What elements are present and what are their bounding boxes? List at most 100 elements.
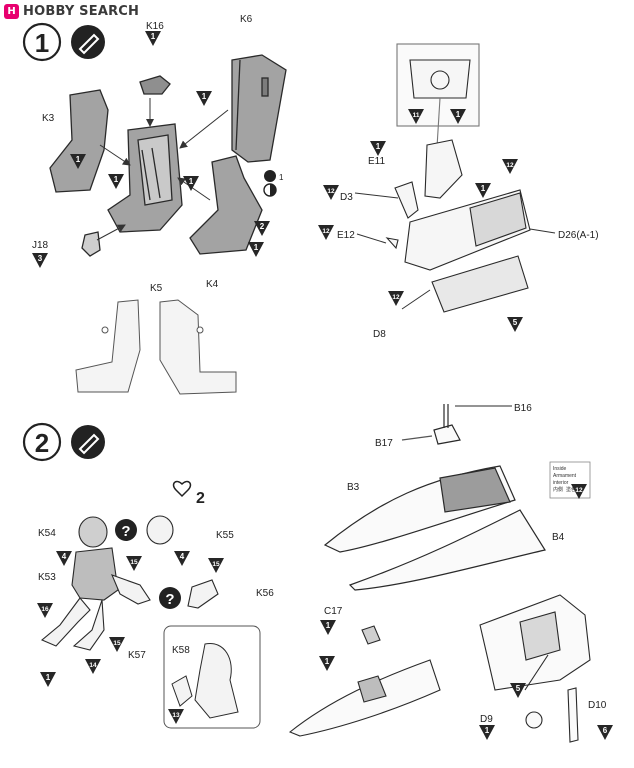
callout-c-e12: 12 bbox=[318, 225, 334, 240]
detail-k4 bbox=[159, 299, 237, 395]
callout-number: 14 bbox=[89, 662, 97, 669]
fuselage-lower-group bbox=[288, 594, 591, 743]
callout-triangle bbox=[388, 291, 404, 306]
callout-number: 1 bbox=[76, 155, 81, 164]
callout-number: 12 bbox=[327, 188, 335, 195]
callout-c-pan-r: 1 bbox=[450, 109, 466, 124]
callout-number: 1 bbox=[456, 110, 461, 119]
watermark: H HOBBY SEARCH bbox=[4, 2, 139, 20]
callout-c-j18: 3 bbox=[32, 253, 48, 268]
callout-triangle bbox=[323, 185, 339, 200]
callout-c-k53-leg: 16 bbox=[37, 603, 53, 618]
svg-text:B4: B4 bbox=[552, 532, 565, 543]
callout-c-tub: 1 bbox=[475, 183, 491, 198]
callout-number: 15 bbox=[130, 559, 138, 566]
fuselage-upper-group bbox=[323, 404, 546, 591]
question-glyph-2: ? bbox=[159, 587, 181, 609]
brand-text: HOBBY SEARCH bbox=[23, 3, 140, 19]
svg-text:K53: K53 bbox=[38, 572, 56, 583]
part-d10 bbox=[567, 687, 579, 743]
callout-triangle bbox=[85, 659, 101, 674]
svg-text:D9: D9 bbox=[480, 714, 493, 725]
svg-text:E12: E12 bbox=[337, 230, 355, 241]
svg-text:E11: E11 bbox=[368, 156, 385, 167]
svg-text:D10: D10 bbox=[588, 700, 607, 711]
callout-c-d9: 1 bbox=[479, 725, 495, 740]
svg-text:塗色: 塗色 bbox=[566, 486, 576, 493]
callout-number: 1 bbox=[325, 657, 330, 666]
ejection-seat bbox=[424, 139, 463, 199]
callout-triangle bbox=[319, 656, 335, 671]
callout-triangle bbox=[183, 176, 199, 191]
callout-c-k53-b: 1 bbox=[40, 672, 56, 687]
svg-text:K54: K54 bbox=[38, 528, 56, 539]
callout-number: 5 bbox=[516, 684, 521, 693]
svg-text:内側: 内側 bbox=[553, 486, 563, 493]
part-k56 bbox=[187, 579, 219, 609]
callout-c-k4a: 2 bbox=[254, 221, 270, 236]
svg-text:1: 1 bbox=[279, 173, 284, 182]
part-e11 bbox=[394, 181, 419, 219]
callout-triangle bbox=[479, 725, 495, 740]
svg-text:B16: B16 bbox=[514, 403, 532, 414]
callout-c-k53-a: 15 bbox=[126, 556, 142, 571]
callout-triangle bbox=[208, 558, 224, 573]
part-k55 bbox=[146, 515, 174, 545]
seat-detail-subfigure bbox=[75, 299, 237, 395]
callout-triangle bbox=[450, 109, 466, 124]
callout-triangle bbox=[32, 253, 48, 268]
callout-number: 1 bbox=[326, 621, 331, 630]
callout-number: 4 bbox=[62, 552, 67, 561]
callout-triangle bbox=[174, 551, 190, 566]
callout-number: 4 bbox=[180, 552, 185, 561]
seat-parts-group bbox=[49, 54, 287, 257]
callout-c-k16: 1 bbox=[145, 31, 161, 46]
star-note-icon: 1 bbox=[263, 170, 284, 197]
step-2-number: 2 bbox=[35, 428, 49, 458]
callout-triangle bbox=[168, 709, 184, 724]
callout-triangle bbox=[502, 159, 518, 174]
callout-triangle bbox=[408, 109, 424, 124]
callout-number: 15 bbox=[212, 561, 220, 568]
cockpit-arrows bbox=[354, 192, 556, 310]
callout-triangle bbox=[248, 242, 264, 257]
part-e12 bbox=[385, 237, 399, 250]
callout-number: 16 bbox=[41, 606, 49, 613]
part-j18 bbox=[81, 231, 101, 257]
svg-text:2: 2 bbox=[196, 490, 205, 507]
callout-number: 1 bbox=[254, 243, 259, 252]
pair-quantity-icon: 2 bbox=[172, 480, 205, 507]
callout-triangle bbox=[109, 637, 125, 652]
callout-triangle bbox=[196, 91, 212, 106]
callout-c-k54: 4 bbox=[56, 551, 72, 566]
svg-text:K16: K16 bbox=[146, 21, 164, 32]
k58-inset bbox=[163, 625, 261, 729]
pilot-figure bbox=[40, 515, 219, 651]
callout-number: 12 bbox=[322, 228, 330, 235]
callout-triangle bbox=[475, 183, 491, 198]
part-k6 bbox=[231, 54, 287, 163]
callout-c-d10b: 6 bbox=[597, 725, 613, 740]
callout-c-b4note: 12 bbox=[571, 484, 587, 499]
callout-triangle bbox=[126, 556, 142, 571]
part-b17 bbox=[433, 424, 461, 445]
callout-number: 12 bbox=[506, 162, 514, 169]
callout-c-k4b: 1 bbox=[248, 242, 264, 257]
step-2-header: 2 bbox=[22, 422, 105, 462]
callout-number: 2 bbox=[260, 222, 265, 231]
callout-number: 13 bbox=[172, 712, 180, 719]
callout-c-e11: 1 bbox=[370, 141, 386, 156]
callout-c-seat-left: 1 bbox=[108, 174, 124, 189]
callout-number: 6 bbox=[603, 726, 608, 735]
callout-c-pan-l: 11 bbox=[408, 109, 424, 124]
svg-text:D3: D3 bbox=[340, 192, 353, 203]
svg-text:K58: K58 bbox=[172, 645, 190, 656]
callout-triangle bbox=[597, 725, 613, 740]
callout-c-k57: 15 bbox=[109, 637, 125, 652]
callout-number: 11 bbox=[413, 112, 420, 119]
svg-text:K5: K5 bbox=[150, 283, 163, 294]
step-1-header: 1 bbox=[22, 22, 105, 62]
part-label-layer: K6 K16 K3 J18 K5 K4 E11 D3 E12 D26(A-1) … bbox=[32, 14, 607, 725]
